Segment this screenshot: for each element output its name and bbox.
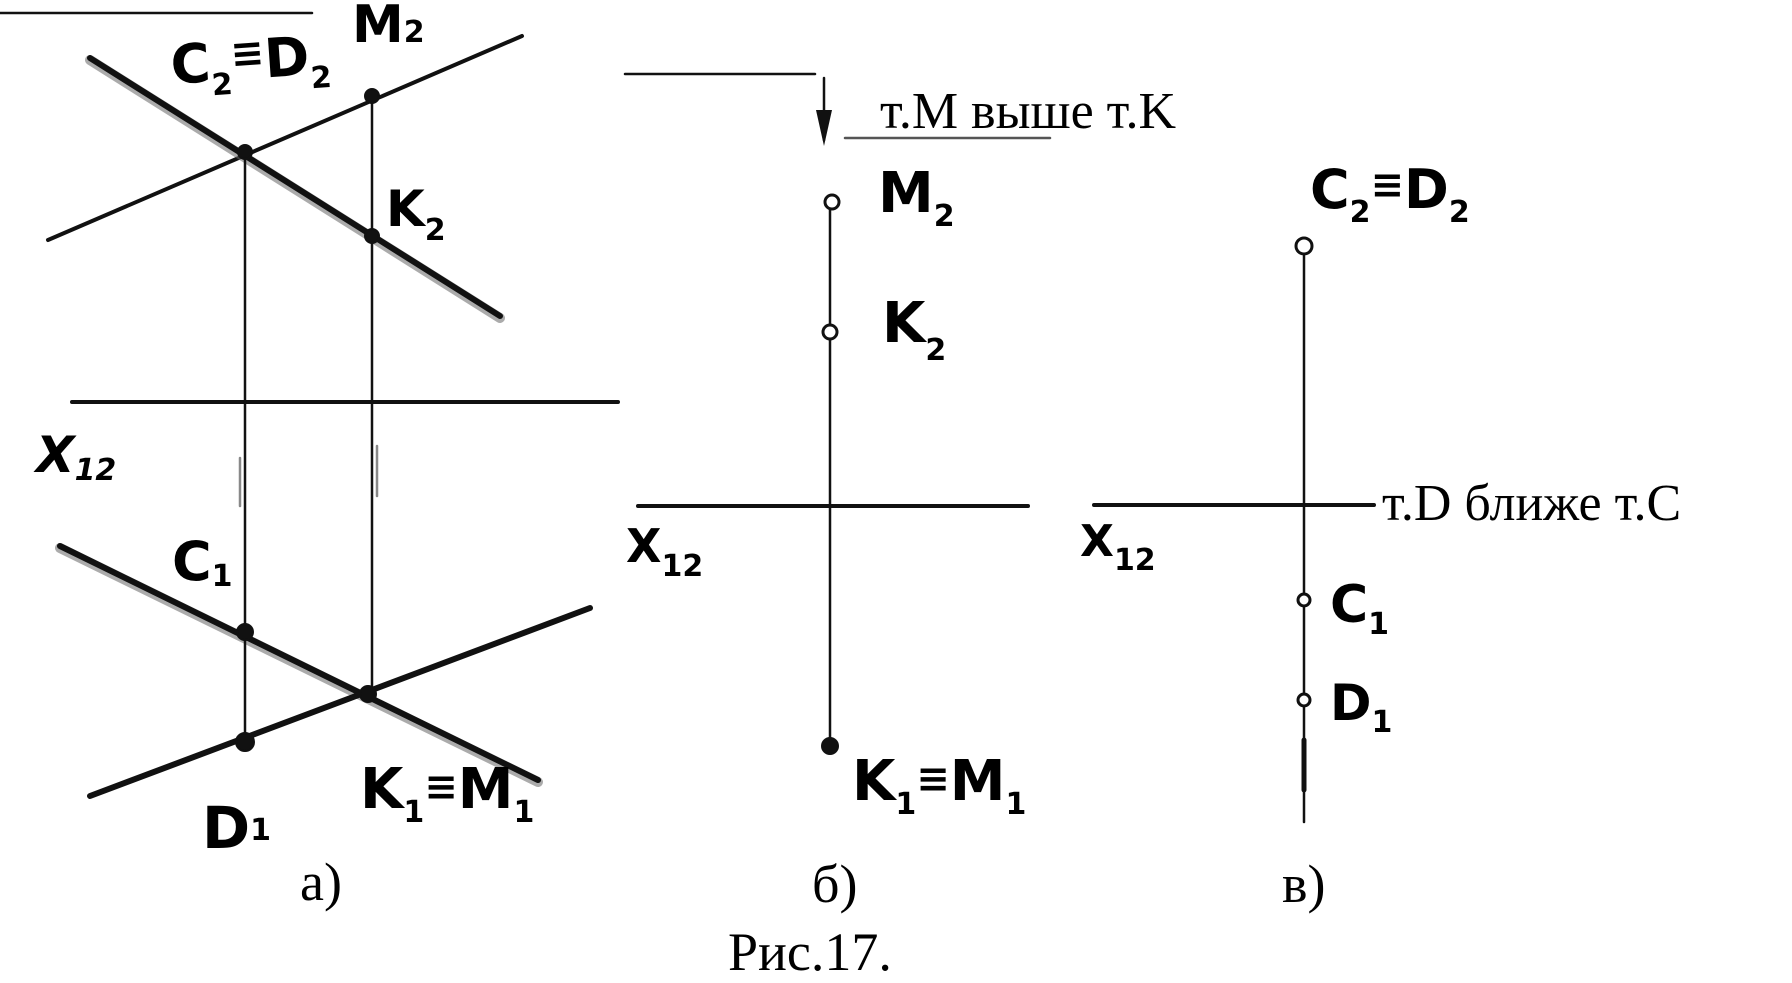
panel-a-label-d1: D1 xyxy=(202,794,271,862)
panel-c-point-d1 xyxy=(1296,692,1312,708)
panel-a-label-k2: K2 xyxy=(386,180,446,248)
panel-a-line-lower-rising xyxy=(87,605,593,799)
panel-a-caption: а) xyxy=(300,852,342,912)
panel-b-label-axis: X12 xyxy=(626,519,703,584)
panel-c-label-c2d2: C2≡D2 xyxy=(1310,158,1470,230)
panel-c-point-c1 xyxy=(1296,592,1312,608)
panel-b-caption: б) xyxy=(812,854,857,914)
panel-a-line-lower-falling xyxy=(57,543,541,783)
panel-b-point-k2 xyxy=(821,323,839,341)
panel-b-label-k1m1: K1≡M1 xyxy=(852,749,1026,822)
panel-a-point-m2 xyxy=(364,88,380,104)
panel-c-label-d1: D1 xyxy=(1330,674,1392,740)
panel-a-point-c1 xyxy=(236,623,254,641)
figure-caption: Рис.17. xyxy=(728,922,892,982)
panel-a-line-upper-rising xyxy=(46,34,524,242)
panel-a-point-d1 xyxy=(235,732,255,752)
panel-a: C2≡D2 M2 K2 X12 C1 D1 K1≡M1 а) xyxy=(0,0,620,912)
panel-c-label-axis: X12 xyxy=(1080,516,1156,578)
panel-a-point-k2 xyxy=(364,228,380,244)
panel-c-label-c1: C1 xyxy=(1330,575,1389,642)
panel-a-point-k1m1 xyxy=(359,685,377,703)
panel-a-line-upper-falling xyxy=(87,55,503,319)
panel-b: т.M выше т.K M2 K2 X12 K1≡M1 б) xyxy=(623,72,1176,914)
panel-b-label-m2: M2 xyxy=(878,161,955,234)
panel-a-label-m2: M2 xyxy=(352,0,425,55)
panel-b-label-k2: K2 xyxy=(882,291,946,368)
panel-b-point-k1m1 xyxy=(821,737,839,755)
panel-a-label-k1m1: K1≡M1 xyxy=(360,757,534,830)
panel-c-point-c2d2 xyxy=(1294,236,1314,256)
panel-c-note: т.D ближе т.C xyxy=(1382,475,1681,532)
panel-a-label-c1: C1 xyxy=(172,530,233,594)
panel-a-point-c2d2 xyxy=(237,144,253,160)
panel-c-caption: в) xyxy=(1282,854,1325,914)
panel-b-note: т.M выше т.K xyxy=(880,83,1176,140)
panel-b-point-m2 xyxy=(823,193,841,211)
panel-a-label-c2d2: C2≡D2 xyxy=(169,23,333,106)
panel-a-label-axis: X12 xyxy=(33,426,116,488)
panel-c: т.D ближе т.C C2≡D2 X12 C1 D1 в) xyxy=(1080,158,1681,914)
panel-b-arrow-head xyxy=(816,110,832,146)
